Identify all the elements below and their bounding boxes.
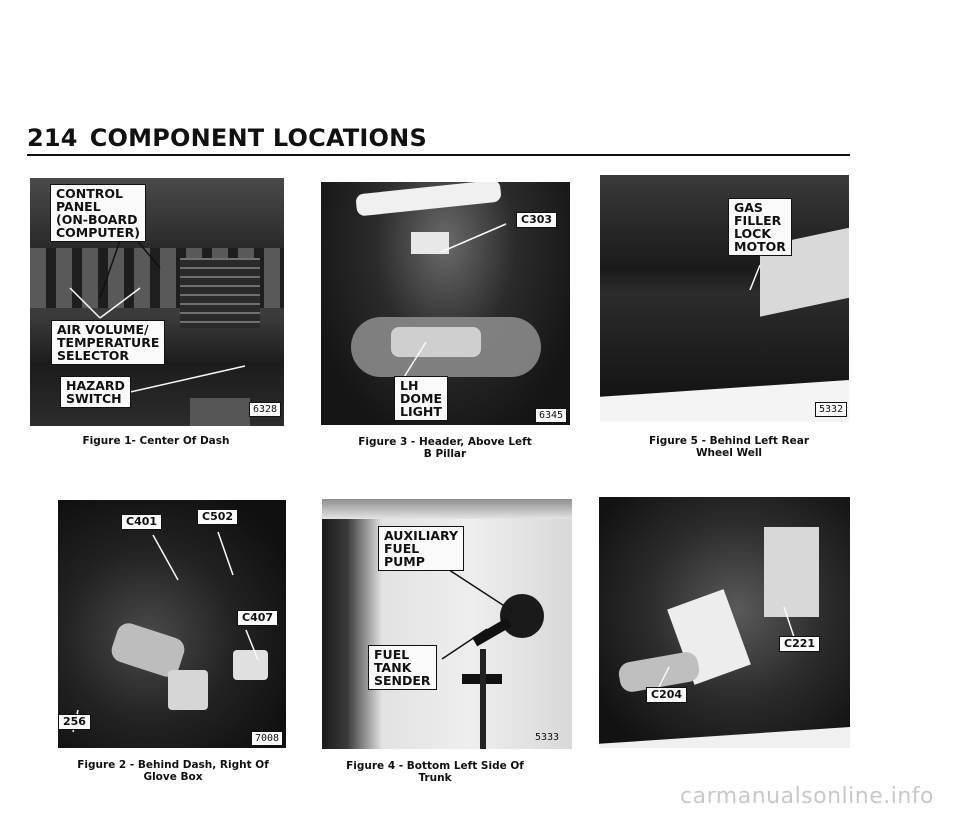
- figure-4-caption: Figure 4 - Bottom Left Side Of Trunk: [346, 760, 524, 784]
- hazard-switch-label: HAZARD SWITCH: [60, 376, 131, 408]
- header-rule: [27, 154, 850, 156]
- auxiliary-fuel-pump-label: AUXILIARY FUEL PUMP: [378, 526, 465, 571]
- gas-filler-lock-motor-label: GAS FILLER LOCK MOTOR: [728, 198, 792, 256]
- figure-3-photo-number: 6345: [535, 408, 568, 423]
- lh-dome-light-label: LH DOME LIGHT: [394, 376, 448, 421]
- c303-connector-label: C303: [516, 212, 558, 228]
- figure-2-caption: Figure 2 - Behind Dash, Right Of Glove B…: [77, 759, 269, 783]
- c204-connector-label: C204: [646, 687, 688, 703]
- c502-connector-label: C502: [197, 509, 239, 525]
- figure-2-photo-number: 7008: [251, 731, 284, 746]
- figure-5-caption: Figure 5 - Behind Left Rear Wheel Well: [648, 435, 810, 459]
- c221-connector-label: C221: [779, 636, 821, 652]
- c401-connector-label: C401: [121, 514, 163, 530]
- figure-5-photo-number: 5332: [815, 402, 848, 417]
- page-header: 214 COMPONENT LOCATIONS: [27, 124, 427, 152]
- figure-4-photo: AUXILIARY FUEL PUMP FUEL TANK SENDER 533…: [322, 499, 572, 749]
- figure-1-photo: CONTROL PANEL (ON-BOARD COMPUTER) AIR VO…: [30, 178, 284, 426]
- air-volume-temperature-selector-label: AIR VOLUME/ TEMPERATURE SELECTOR: [51, 320, 166, 365]
- connector-256-label: 256: [58, 714, 91, 730]
- figure-6-photo: C221 C204: [599, 497, 850, 748]
- c407-connector-label: C407: [237, 610, 279, 626]
- figure-3-photo: C303 LH DOME LIGHT 6345: [321, 182, 570, 425]
- page-title: COMPONENT LOCATIONS: [89, 124, 427, 152]
- figure-3-caption: Figure 3 - Header, Above Left B Pillar: [358, 436, 532, 460]
- figure-1-caption: Figure 1- Center Of Dash: [82, 435, 230, 447]
- figure-5-photo: GAS FILLER LOCK MOTOR 5332: [600, 175, 849, 422]
- site-watermark: carmanualsonline.info: [680, 784, 934, 809]
- figure-1-photo-number: 6328: [249, 402, 282, 417]
- page-number: 214: [27, 124, 78, 152]
- figure-4-photo-number: 5333: [535, 732, 560, 743]
- figure-2-photo: C401 C502 C407 256 7008: [58, 500, 286, 748]
- control-panel-label: CONTROL PANEL (ON-BOARD COMPUTER): [50, 184, 146, 242]
- fuel-tank-sender-label: FUEL TANK SENDER: [368, 645, 437, 690]
